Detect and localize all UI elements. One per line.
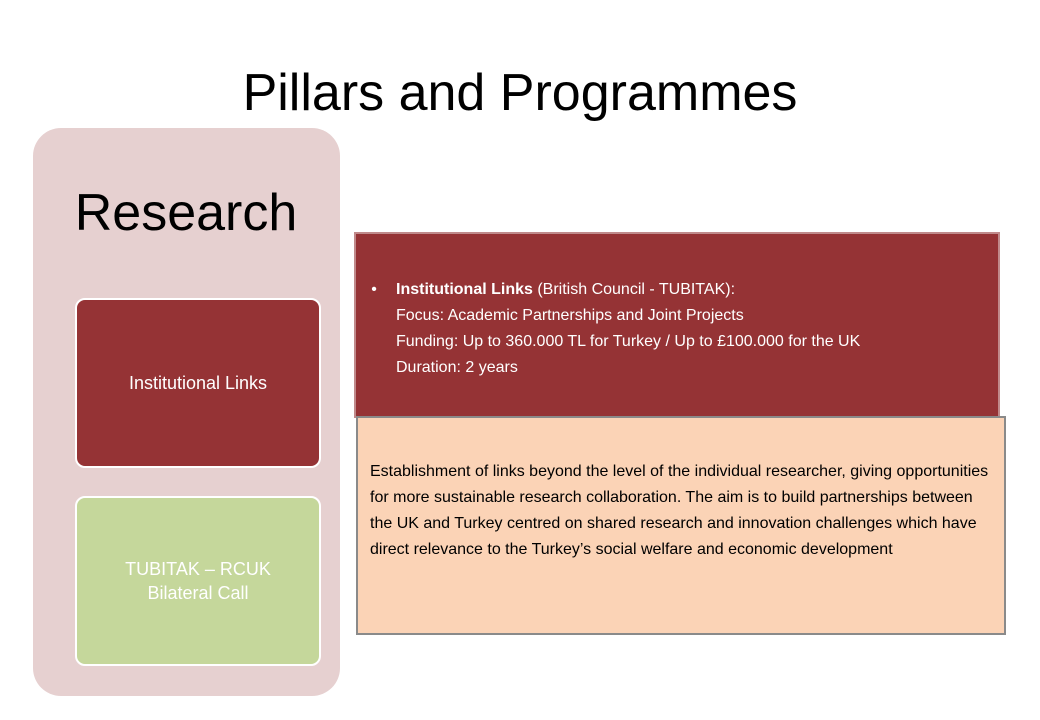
detail-duration: Duration: 2 years: [396, 359, 518, 376]
pillar-heading: Research: [74, 184, 298, 242]
bilateral-call-card[interactable]: TUBITAK – RCUK Bilateral Call: [75, 496, 321, 666]
detail-focus: Focus: Academic Partnerships and Joint P…: [396, 307, 744, 324]
institutional-links-card[interactable]: Institutional Links: [75, 298, 321, 468]
programme-description-panel: Establishment of links beyond the level …: [356, 416, 1006, 635]
detail-funding: Funding: Up to 360.000 TL for Turkey / U…: [396, 333, 861, 350]
description-text: Establishment of links beyond the level …: [370, 463, 989, 558]
detail-partner: (British Council - TUBITAK):: [537, 281, 736, 298]
bullet-icon: •: [371, 281, 377, 298]
bilateral-call-label: TUBITAK – RCUK Bilateral Call: [125, 559, 271, 603]
slide-title: Pillars and Programmes: [242, 64, 798, 122]
programme-detail-panel: • Institutional Links (British Council -…: [354, 232, 1000, 418]
detail-heading-line: Institutional Links (British Council - T…: [396, 277, 996, 303]
detail-programme-name: Institutional Links: [396, 281, 533, 298]
detail-lines: Institutional Links (British Council - T…: [396, 277, 996, 381]
institutional-links-label: Institutional Links: [128, 373, 268, 393]
